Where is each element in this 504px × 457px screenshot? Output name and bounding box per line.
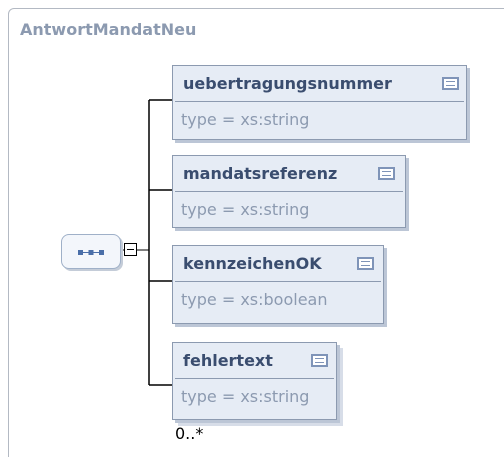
element-mandatsreferenz[interactable]: mandatsreferenz type = xs:string	[172, 155, 406, 228]
complex-type-frame	[8, 8, 504, 457]
sequence-icon	[78, 250, 104, 255]
element-uebertragungsnummer[interactable]: uebertragungsnummer type = xs:string	[172, 65, 467, 140]
element-name: kennzeichenOK	[183, 254, 322, 273]
element-type: type = xs:string	[181, 200, 310, 219]
element-separator	[175, 101, 464, 102]
element-kennzeichenOK[interactable]: kennzeichenOK type = xs:boolean	[172, 245, 384, 324]
documentation-icon	[311, 354, 328, 367]
element-separator	[175, 281, 381, 282]
complex-type-title: AntwortMandatNeu	[20, 20, 197, 39]
documentation-icon	[442, 77, 459, 90]
element-type: type = xs:string	[181, 110, 310, 129]
element-fehlertext[interactable]: fehlertext type = xs:string	[172, 342, 337, 420]
documentation-icon	[378, 167, 395, 180]
element-name: fehlertext	[183, 351, 273, 370]
element-type: type = xs:string	[181, 387, 310, 406]
occurrence-label: 0..*	[175, 424, 204, 443]
element-separator	[175, 191, 403, 192]
element-name: mandatsreferenz	[183, 164, 338, 183]
sequence-compositor[interactable]	[61, 234, 121, 269]
element-type: type = xs:boolean	[181, 290, 328, 309]
element-separator	[175, 378, 334, 379]
element-name: uebertragungsnummer	[183, 74, 392, 93]
documentation-icon	[357, 257, 374, 270]
minus-box-icon[interactable]	[124, 243, 137, 256]
